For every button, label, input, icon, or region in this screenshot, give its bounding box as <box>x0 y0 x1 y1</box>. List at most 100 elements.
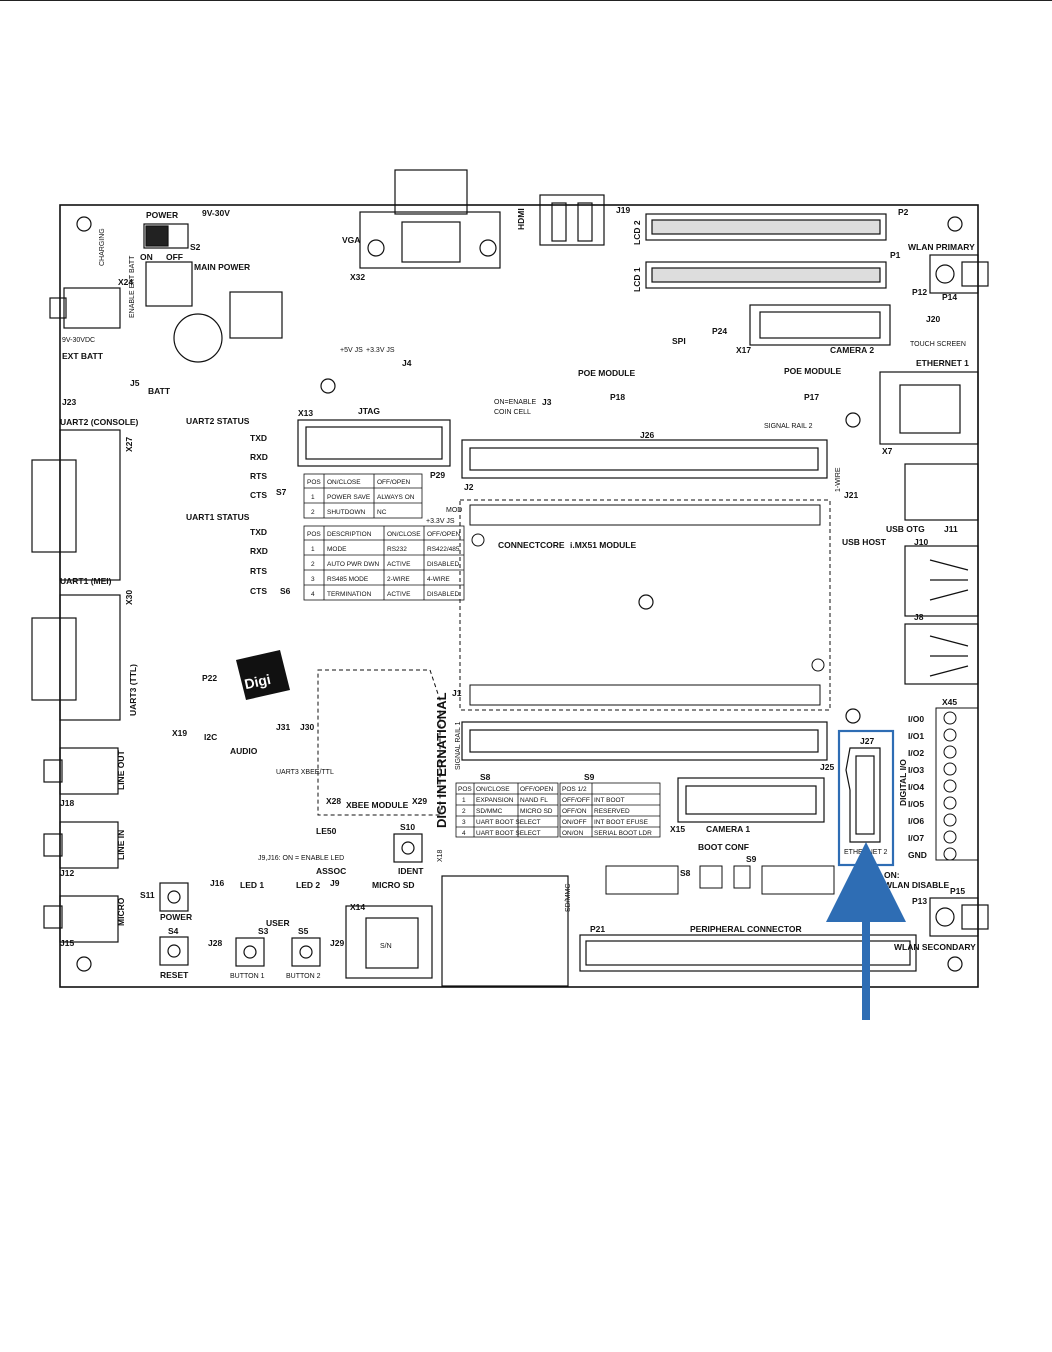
svg-text:1: 1 <box>311 546 315 553</box>
dc-input-jack <box>49 287 121 329</box>
svg-text:I2C: I2C <box>204 732 217 742</box>
svg-text:ON/OFF: ON/OFF <box>562 819 587 826</box>
svg-text:X45: X45 <box>942 697 957 707</box>
svg-text:CTS: CTS <box>250 490 267 500</box>
svg-text:MOD: MOD <box>446 507 462 514</box>
svg-text:MICRO SD: MICRO SD <box>520 808 553 815</box>
svg-text:P12: P12 <box>912 287 927 297</box>
svg-text:S10: S10 <box>400 822 415 832</box>
vga-connector <box>359 169 501 269</box>
svg-text:POS: POS <box>458 786 472 793</box>
lcd-connectors <box>645 213 887 289</box>
svg-text:DIGI INTERNATIONAL: DIGI INTERNATIONAL <box>434 692 449 828</box>
inductors <box>145 261 283 363</box>
svg-text:IDENT: IDENT <box>398 866 424 876</box>
svg-text:BUTTON 2: BUTTON 2 <box>286 973 321 980</box>
svg-text:J18: J18 <box>60 798 74 808</box>
svg-text:POS 1/2: POS 1/2 <box>562 786 587 793</box>
table-s7-text: POS ON/CLOSE OFF/OPEN 1 POWER SAVE ALWAY… <box>307 479 415 516</box>
svg-text:X30: X30 <box>124 590 134 605</box>
digi-logo: Digi <box>236 650 290 700</box>
svg-text:AUTO PWR DWN: AUTO PWR DWN <box>327 561 380 568</box>
svg-text:I/O4: I/O4 <box>908 782 924 792</box>
svg-text:DISABLED: DISABLED <box>427 591 459 598</box>
svg-text:COIN CELL: COIN CELL <box>494 409 531 416</box>
svg-text:MICRO: MICRO <box>116 897 126 926</box>
svg-text:J8: J8 <box>914 612 924 622</box>
svg-text:J5: J5 <box>130 378 140 388</box>
svg-text:I/O1: I/O1 <box>908 731 924 741</box>
svg-text:OFF/OPEN: OFF/OPEN <box>427 531 461 538</box>
svg-text:J29: J29 <box>330 938 344 948</box>
wlan-primary-connector <box>929 254 989 294</box>
svg-text:J12: J12 <box>60 868 74 878</box>
svg-text:BATT: BATT <box>148 386 171 396</box>
svg-text:POWER: POWER <box>146 210 178 220</box>
svg-text:NAND FL: NAND FL <box>520 797 548 804</box>
svg-text:POWER: POWER <box>160 912 192 922</box>
svg-text:LED 1: LED 1 <box>240 880 264 890</box>
svg-text:J1: J1 <box>452 688 462 698</box>
svg-text:ETHERNET 2: ETHERNET 2 <box>844 849 888 856</box>
svg-text:S11: S11 <box>140 890 155 900</box>
svg-text:1-WIRE: 1-WIRE <box>835 467 842 492</box>
svg-text:LED 2: LED 2 <box>296 880 320 890</box>
table-s7 <box>303 473 423 519</box>
svg-text:ASSOC: ASSOC <box>316 866 346 876</box>
svg-text:1: 1 <box>462 797 466 804</box>
svg-text:J26: J26 <box>640 430 654 440</box>
board-outline <box>59 204 979 988</box>
audio-jacks <box>43 747 119 943</box>
table-s9-text: POS 1/2 OFF/OFF INT BOOT OFF/ON RESERVED… <box>562 786 652 837</box>
svg-text:9V-30V: 9V-30V <box>202 208 230 218</box>
svg-text:X24: X24 <box>118 277 133 287</box>
svg-text:WLAN SECONDARY: WLAN SECONDARY <box>894 942 976 952</box>
svg-text:EXT BATT: EXT BATT <box>62 351 104 361</box>
svg-text:XBEE MODULE: XBEE MODULE <box>346 800 409 810</box>
svg-text:P1: P1 <box>890 250 901 260</box>
svg-text:X17: X17 <box>736 345 751 355</box>
svg-text:RS485 MODE: RS485 MODE <box>327 576 369 583</box>
svg-text:S6: S6 <box>280 586 291 596</box>
sd-card-slots <box>345 875 569 987</box>
svg-text:VGA: VGA <box>342 235 360 245</box>
svg-text:RXD: RXD <box>250 452 268 462</box>
svg-text:S8: S8 <box>480 772 491 782</box>
svg-text:ON/CLOSE: ON/CLOSE <box>387 531 421 538</box>
svg-text:J28: J28 <box>208 938 222 948</box>
svg-text:ON: ON <box>140 252 153 262</box>
svg-text:LINE OUT: LINE OUT <box>116 750 126 790</box>
svg-text:LINE IN: LINE IN <box>116 830 126 860</box>
svg-text:X19: X19 <box>172 728 187 738</box>
svg-text:BOOT CONF: BOOT CONF <box>698 842 749 852</box>
svg-text:INT BOOT: INT BOOT <box>594 797 625 804</box>
svg-text:S5: S5 <box>298 926 309 936</box>
svg-text:4: 4 <box>311 591 315 598</box>
svg-text:4-WIRE: 4-WIRE <box>427 576 450 583</box>
power-switch <box>143 223 189 249</box>
svg-text:USB OTG: USB OTG <box>886 524 925 534</box>
svg-text:TXD: TXD <box>250 527 267 537</box>
usb-connectors <box>904 463 979 685</box>
svg-text:SD/MMC: SD/MMC <box>565 884 572 912</box>
connectcore-module <box>459 499 831 711</box>
svg-text:I/O0: I/O0 <box>908 714 924 724</box>
svg-text:2: 2 <box>311 561 315 568</box>
svg-text:POS: POS <box>307 531 321 538</box>
svg-text:HDMI: HDMI <box>516 208 526 230</box>
push-buttons <box>159 833 423 967</box>
svg-text:NC: NC <box>377 509 387 516</box>
svg-text:S4: S4 <box>168 926 179 936</box>
svg-text:S7: S7 <box>276 487 287 497</box>
digital-io-terminal-block <box>935 707 979 861</box>
svg-text:CAMERA 2: CAMERA 2 <box>830 345 874 355</box>
svg-text:2: 2 <box>311 509 315 516</box>
svg-text:2: 2 <box>462 808 466 815</box>
svg-text:LCD 2: LCD 2 <box>632 220 642 245</box>
svg-text:AUDIO: AUDIO <box>230 746 258 756</box>
svg-text:OFF/OPEN: OFF/OPEN <box>377 479 411 486</box>
svg-text:MICRO SD: MICRO SD <box>372 880 415 890</box>
svg-text:SERIAL BOOT LDR: SERIAL BOOT LDR <box>594 830 652 837</box>
signal-rails <box>461 439 828 761</box>
